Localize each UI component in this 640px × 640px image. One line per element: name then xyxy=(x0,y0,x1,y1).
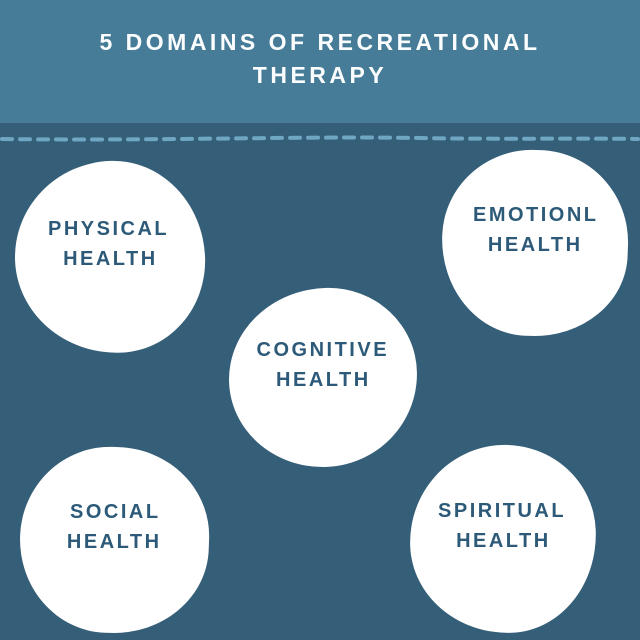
domain-label-line: SPIRITUAL xyxy=(437,500,567,523)
domain-label-line: EMOTIONL xyxy=(473,204,599,227)
domain-circle-social: SOCIAL HEALTH xyxy=(16,443,213,637)
domain-circle-spiritual: SPIRITUAL HEALTH xyxy=(406,441,600,637)
domain-label-line: COGNITIVE xyxy=(256,338,389,361)
domain-label-line: HEALTH xyxy=(455,529,551,552)
page-title: 5 DOMAINS OF RECREATIONAL THERAPY xyxy=(0,26,640,92)
title-line-2: THERAPY xyxy=(252,62,388,88)
domain-label-line: HEALTH xyxy=(275,368,371,391)
domain-label-line: HEALTH xyxy=(487,233,583,256)
dashed-divider xyxy=(0,135,640,142)
domain-circle-emotional: EMOTIONL HEALTH xyxy=(438,146,632,340)
domain-label-line: SOCIAL xyxy=(70,501,161,524)
domain-circle-physical: PHYSICAL HEALTH xyxy=(11,157,209,357)
domain-label-line: PHYSICAL xyxy=(48,218,170,241)
domain-circle-cognitive: COGNITIVE HEALTH xyxy=(227,286,419,469)
header-banner xyxy=(0,0,640,123)
domain-label-line: HEALTH xyxy=(62,247,158,270)
title-line-1: 5 DOMAINS OF RECREATIONAL xyxy=(99,29,541,55)
domain-label-line: HEALTH xyxy=(67,530,162,553)
